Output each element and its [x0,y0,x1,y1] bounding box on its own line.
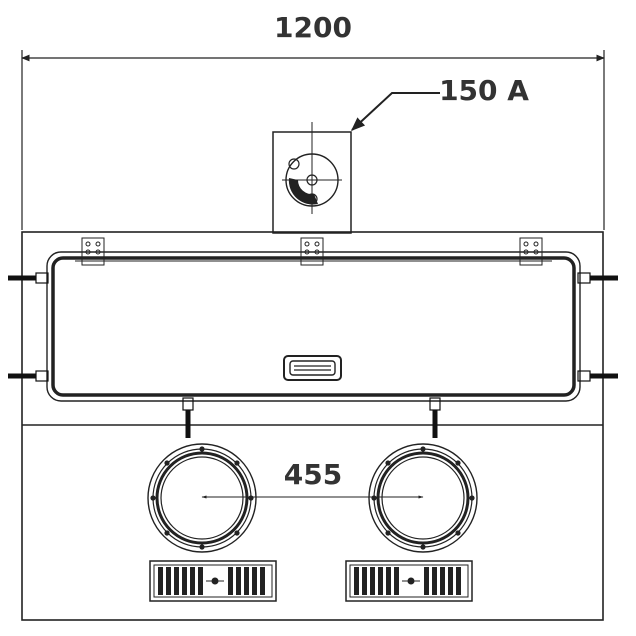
port-spacing-label: 455 [284,458,342,491]
hinge-center [300,237,324,266]
side-pins [8,272,618,382]
pin-right-top [577,272,618,284]
pin-bottom-right [429,397,441,438]
pin-left-bottom [8,370,49,382]
glove-port-right [368,443,478,553]
vent-left [149,560,277,602]
overall-width-label: 1200 [274,11,352,44]
pin-right-bottom [577,370,618,382]
pin-bottom-left [182,397,194,438]
duct-port-icon [282,122,342,214]
duct-connection: 150 A [272,74,529,234]
bottom-pins [182,397,441,438]
window-handle [283,355,342,381]
front-window [46,251,581,402]
top-hinges [81,237,543,266]
hinge-left [81,237,105,266]
duct-size-label: 150 A [439,74,529,107]
hinge-right [519,237,543,266]
glove-port-left [147,443,257,553]
vent-right [345,560,473,602]
cabinet-body [21,231,604,621]
overall-width-dimension: 1200 [21,11,605,230]
pin-left-top [8,272,49,284]
port-spacing-dimension: 455 [201,458,424,499]
